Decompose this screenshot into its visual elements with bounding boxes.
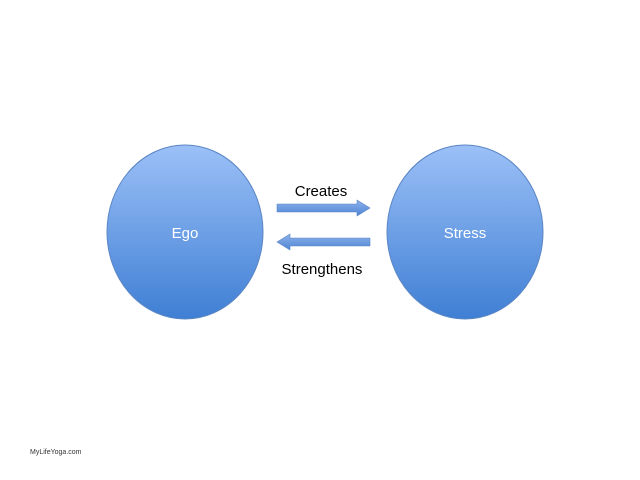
node-stress: Stress: [386, 144, 544, 320]
ego-circle: [106, 144, 264, 320]
strengthens-label: Strengthens: [282, 261, 363, 278]
stress-label: Stress: [444, 225, 487, 242]
site-credit: MyLifeYoga.com: [30, 449, 82, 456]
ego-label: Ego: [172, 225, 199, 242]
stress-circle: [386, 144, 544, 320]
node-ego: Ego: [106, 144, 264, 320]
left-arrow: [276, 233, 371, 251]
edge-strengthens: Strengthens: [276, 233, 371, 278]
edge-creates: Creates: [276, 183, 371, 217]
right-arrow: [276, 199, 371, 217]
creates-label: Creates: [295, 183, 348, 200]
